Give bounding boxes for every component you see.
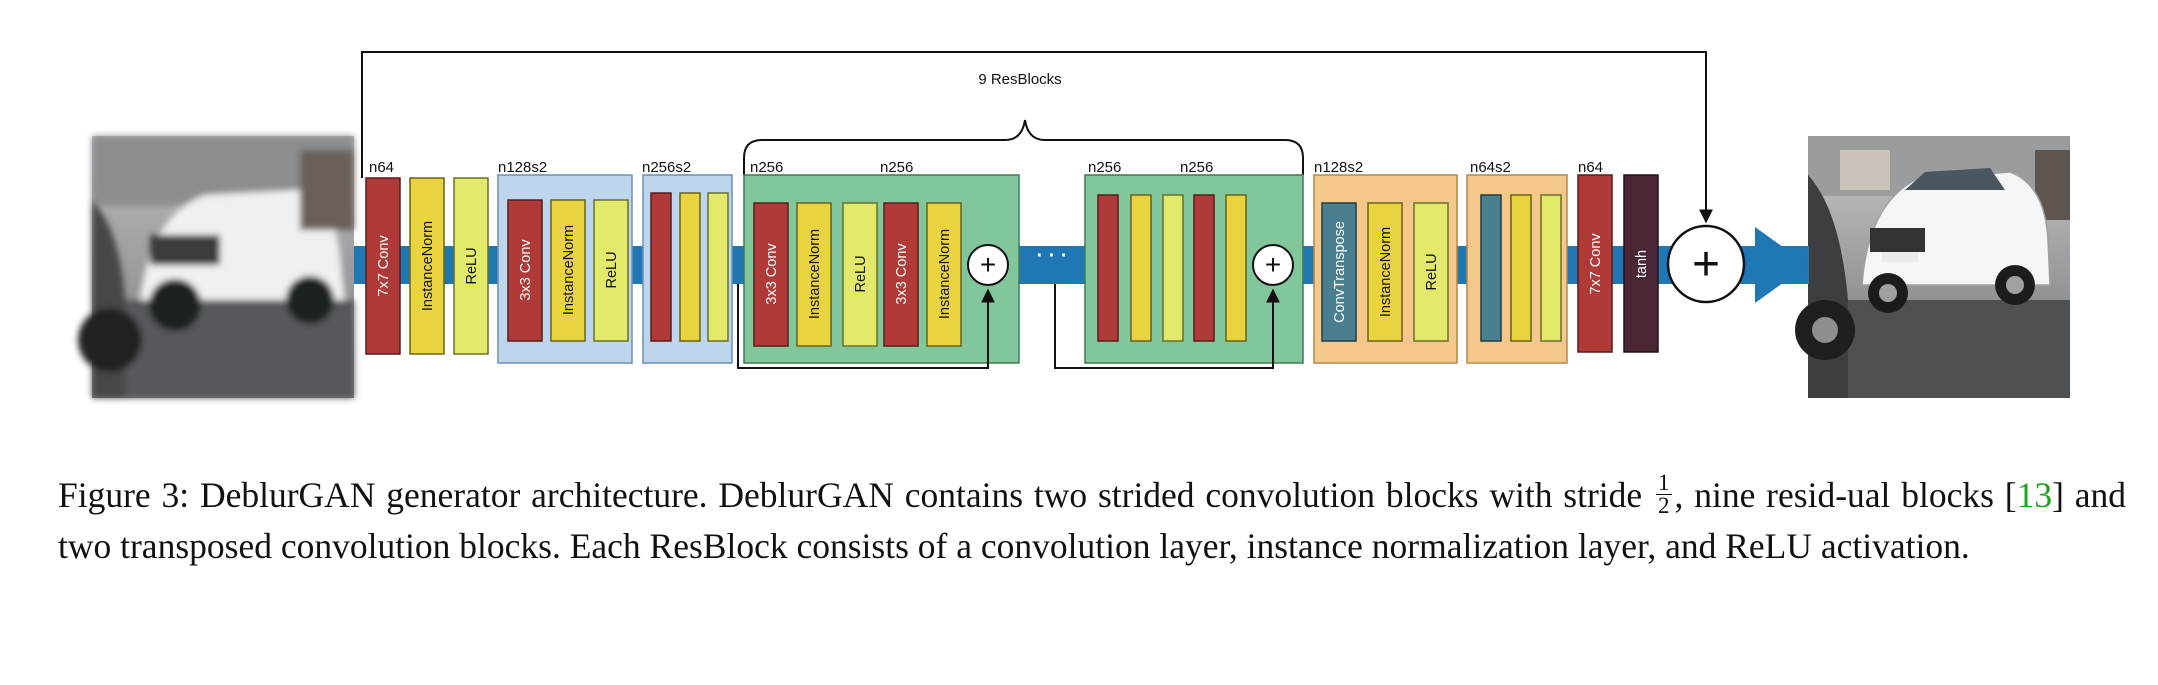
residual-skip-9	[1054, 284, 1280, 369]
label-n256-rb1a: n256	[750, 159, 783, 176]
layer-instancenorm-1-label: InstanceNorm	[420, 221, 436, 311]
label-n128s2-up: n128s2	[1314, 159, 1363, 176]
layer-instancenorm-rb1b-label: InstanceNorm	[937, 229, 953, 319]
layer-instancenorm-down2	[679, 192, 701, 342]
layer-instancenorm-rb9a	[1130, 194, 1152, 342]
figure-caption: Figure 3: DeblurGAN generator architectu…	[58, 470, 2126, 572]
layer-7x7-conv-in	[365, 177, 401, 355]
layer-relu-rb1-label: ReLU	[853, 255, 869, 292]
layer-relu-rb1	[842, 202, 878, 347]
layer-3x3-conv-down1	[507, 199, 543, 342]
layer-relu-rb9	[1162, 194, 1184, 342]
caption-text-3: ] and two transposed convolution blocks.…	[58, 475, 2126, 567]
residual-skip-1	[737, 284, 995, 369]
layer-instancenorm-up1-label: InstanceNorm	[1378, 227, 1394, 317]
layer-conv-rb9b	[1193, 194, 1215, 342]
citation-link[interactable]: 13	[2016, 475, 2053, 515]
layer-relu-down1	[593, 199, 629, 342]
layer-3x3-conv-rb1-label: 3x3 Conv	[764, 243, 780, 305]
add-node-global	[1666, 224, 1746, 304]
layer-7x7-conv-in-label: 7x7 Conv	[376, 235, 392, 297]
layer-relu-down2	[707, 192, 729, 342]
layer-instancenorm-up2	[1510, 194, 1532, 342]
caption-text-2: , nine resid-ual blocks [	[1674, 475, 2017, 515]
layer-instancenorm-up1	[1367, 202, 1403, 342]
layer-relu-1-label: ReLU	[464, 247, 480, 284]
output-image	[1795, 136, 2070, 398]
label-n256-rb9b: n256	[1180, 159, 1213, 176]
layer-instancenorm-rb1	[796, 202, 832, 347]
layer-instancenorm-1	[409, 177, 445, 355]
layer-3x3-conv-rb1b-label: 3x3 Conv	[894, 243, 910, 305]
resblocks-label: 9 ResBlocks	[978, 71, 1061, 88]
fraction-numerator: 1	[1656, 470, 1672, 496]
layer-conv-down2	[650, 192, 672, 342]
input-image	[78, 136, 354, 398]
layer-convtranspose-up1-label: ConvTranspose	[1332, 221, 1348, 323]
layer-relu-up2	[1540, 194, 1562, 342]
add-node-rb1-sign: +	[980, 249, 996, 280]
layer-relu-1	[453, 177, 489, 355]
layer-relu-up1	[1413, 202, 1449, 342]
label-n256-rb9a: n256	[1088, 159, 1121, 176]
layer-instancenorm-down1	[550, 199, 586, 342]
layer-instancenorm-rb1b	[926, 202, 962, 347]
add-node-rb9-sign: +	[1265, 249, 1281, 280]
layer-3x3-conv-rb1b	[883, 202, 919, 347]
label-n128s2: n128s2	[498, 159, 547, 176]
layer-3x3-conv-down1-label: 3x3 Conv	[518, 239, 534, 301]
architecture-diagram: 9 ResBlocks · · · 7x7 Conv InstanceNorm …	[78, 51, 2070, 398]
label-n256s2: n256s2	[642, 159, 691, 176]
layer-convtranspose-up1	[1321, 202, 1357, 342]
layer-tanh-label: tanh	[1634, 250, 1650, 278]
layer-7x7-conv-out	[1577, 174, 1613, 353]
layer-instancenorm-rb1-label: InstanceNorm	[807, 229, 823, 319]
add-node-global-sign: +	[1692, 238, 1720, 291]
caption-text-1: Figure 3: DeblurGAN generator architectu…	[58, 475, 1654, 515]
label-n64s2-up: n64s2	[1470, 159, 1511, 176]
layer-instancenorm-down1-label: InstanceNorm	[561, 225, 577, 315]
resblocks-brace	[743, 119, 1304, 175]
layer-relu-up1-label: ReLU	[1424, 253, 1440, 290]
label-n64-out: n64	[1578, 159, 1603, 176]
fraction-denominator: 2	[1658, 493, 1670, 519]
label-n64-in: n64	[369, 159, 394, 176]
layer-convtranspose-up2	[1480, 194, 1502, 342]
layer-tanh	[1623, 174, 1659, 353]
flow-arrow-head	[1755, 227, 1808, 303]
layer-relu-down1-label: ReLU	[604, 251, 620, 288]
add-node-rb9	[1252, 244, 1294, 286]
layer-3x3-conv-rb1	[753, 202, 789, 347]
layer-instancenorm-rb9b	[1225, 194, 1247, 342]
label-n256-rb1b: n256	[880, 159, 913, 176]
layer-conv-rb9a	[1097, 194, 1119, 342]
layer-7x7-conv-out-label: 7x7 Conv	[1588, 233, 1604, 295]
add-node-rb1	[967, 244, 1009, 286]
ellipsis: · · ·	[1036, 245, 1067, 267]
global-skip-connection	[361, 51, 1713, 224]
